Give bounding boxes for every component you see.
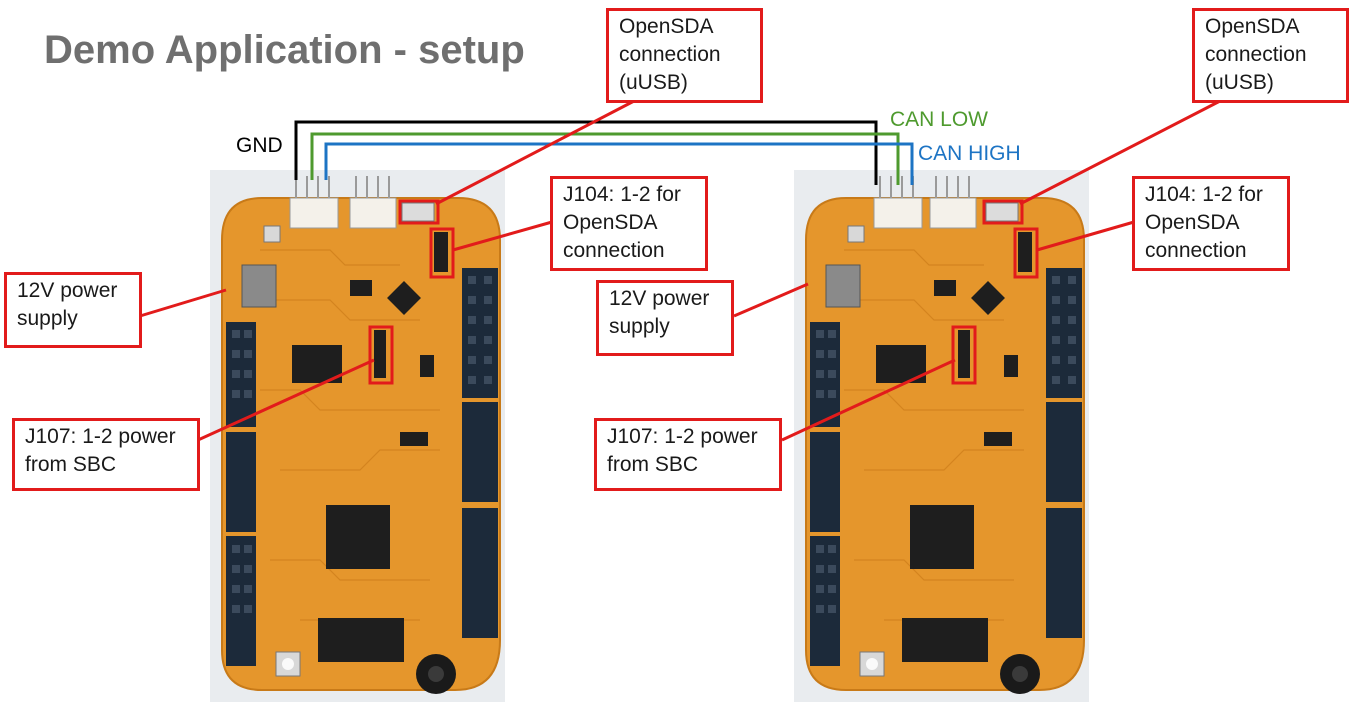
callout-j107-right: J107: 1-2 power from SBC: [594, 418, 782, 491]
callout-text: OpenSDA: [619, 15, 714, 38]
leader-j107-left: [197, 358, 375, 442]
callout-text: OpenSDA: [563, 211, 658, 234]
wire-gnd: [294, 120, 878, 185]
highlight-boxes: [368, 199, 1039, 385]
leader-opensda-right: [1019, 98, 1223, 206]
callout-opensda-left: OpenSDA connection (uUSB): [606, 8, 763, 103]
callout-j104-right: J104: 1-2 for OpenSDA connection: [1132, 176, 1290, 271]
callout-text: J104: 1-2 for: [1145, 183, 1263, 206]
callout-text: from SBC: [25, 453, 117, 476]
callout-text: connection: [1205, 43, 1307, 66]
callout-text: connection: [1145, 239, 1247, 262]
wire-label-gnd: GND: [236, 134, 283, 157]
callout-j104-left: J104: 1-2 for OpenSDA connection: [550, 176, 708, 271]
board-photo-left: [210, 170, 505, 702]
callout-text: J107: 1-2 power: [607, 425, 758, 448]
wire-label-can-low: CAN LOW: [890, 108, 989, 131]
highlight-j104-left: [429, 227, 455, 279]
slide-title: Demo Application - setup: [44, 28, 525, 72]
wire-can-high: [324, 142, 914, 185]
leader-j107-right: [781, 358, 956, 442]
highlight-usb-right: [982, 199, 1024, 225]
callout-j107-left: J107: 1-2 power from SBC: [12, 418, 200, 491]
leader-opensda-left: [435, 98, 637, 206]
callout-text: connection: [619, 43, 721, 66]
callout-opensda-right: OpenSDA connection (uUSB): [1192, 8, 1349, 103]
leader-j104-left: [452, 220, 553, 252]
highlight-usb-left: [398, 199, 440, 225]
leader-power-left: [139, 288, 227, 318]
callout-text: OpenSDA: [1145, 211, 1240, 234]
callout-text: OpenSDA: [1205, 15, 1300, 38]
callout-text: supply: [17, 307, 78, 330]
highlight-j104-right: [1013, 227, 1039, 279]
callout-text: supply: [609, 315, 670, 338]
callout-text: from SBC: [607, 453, 699, 476]
callout-power-left: 12V power supply: [4, 272, 142, 348]
board-photo-right: [794, 170, 1089, 702]
callout-text: (uUSB): [619, 71, 688, 94]
callout-text: 12V power: [609, 287, 710, 310]
leader-power-right: [733, 282, 809, 318]
wire-can-low: [310, 132, 900, 185]
callout-text: J104: 1-2 for: [563, 183, 681, 206]
callout-text: connection: [563, 239, 665, 262]
callout-text: (uUSB): [1205, 71, 1274, 94]
highlight-j107-left: [368, 325, 394, 385]
leader-j104-right: [1036, 220, 1135, 252]
callout-text: 12V power: [17, 279, 118, 302]
highlight-j107-right: [951, 325, 977, 385]
leader-lines: [139, 98, 1223, 442]
wire-label-can-high: CAN HIGH: [918, 142, 1021, 165]
callout-text: J107: 1-2 power: [25, 425, 176, 448]
callout-power-right: 12V power supply: [596, 280, 734, 356]
